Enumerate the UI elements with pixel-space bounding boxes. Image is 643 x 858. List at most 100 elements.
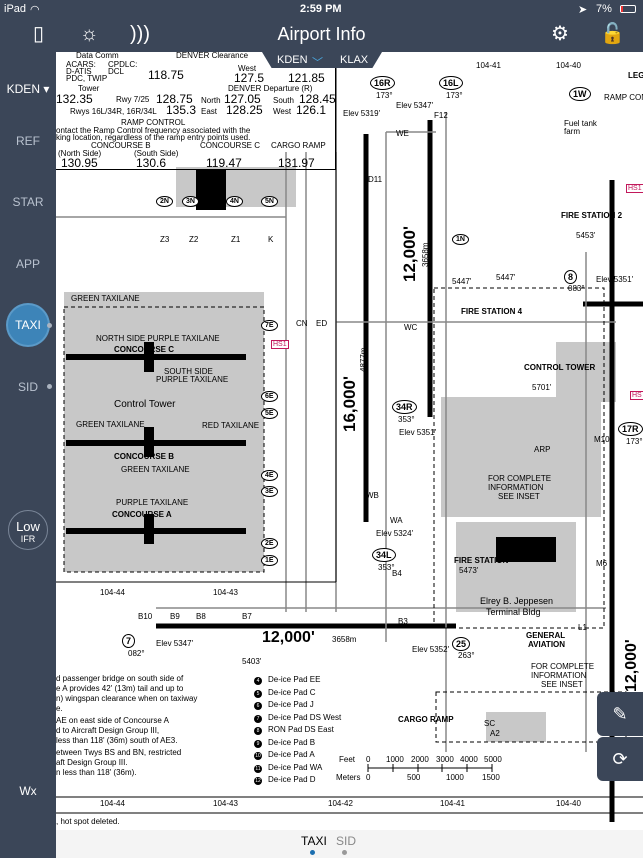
number-badge-icon: 9 bbox=[254, 739, 262, 748]
elevation: Elev 5347' bbox=[156, 639, 194, 648]
note-line: d to Aircraft Design Group III, bbox=[56, 726, 160, 735]
longitude-label: 104-44 bbox=[100, 588, 125, 597]
fire-station-4-label: FIRE STATION 4 bbox=[461, 307, 523, 316]
scale-tick: 0 bbox=[366, 773, 371, 782]
destination-airport[interactable]: KLAX bbox=[340, 54, 369, 66]
airport-selector[interactable]: KDEN ▾ bbox=[6, 82, 50, 96]
frequency: 128.25 bbox=[226, 103, 263, 117]
longitude-label: 104-43 bbox=[213, 799, 238, 808]
label: Tower bbox=[78, 84, 100, 93]
pen-icon: ✎ bbox=[612, 704, 628, 724]
annotate-pen-button[interactable]: ✎ bbox=[597, 692, 643, 736]
inset-note: INFORMATION bbox=[488, 483, 544, 492]
tab-sid[interactable]: SID bbox=[336, 834, 357, 848]
lock-icon[interactable]: 🔓 bbox=[600, 23, 625, 45]
label: DCL bbox=[108, 67, 125, 76]
legend-header: LEG bbox=[628, 71, 643, 80]
legend-item: 8 RON Pad DS East bbox=[254, 725, 341, 738]
taxilane-label: GREEN TAXILANE bbox=[71, 294, 140, 303]
runway-34l-label: 34L bbox=[372, 548, 396, 562]
frequency: 130.6 bbox=[136, 156, 167, 170]
label: DENVER Departure (R) bbox=[228, 84, 313, 93]
frequency: 119.47 bbox=[206, 156, 242, 170]
frequency-table: Data Comm ACARS: D-ATIS PDC, TWIP CPDLC:… bbox=[56, 52, 336, 170]
runway-length: 12,000' bbox=[400, 225, 419, 282]
documents-icon[interactable]: ▯ bbox=[33, 23, 45, 45]
frequency: 135.3 bbox=[166, 103, 197, 117]
label: Data Comm bbox=[76, 52, 119, 60]
scale-tick: 1000 bbox=[446, 773, 464, 782]
label: North bbox=[201, 96, 221, 105]
taxiway-label: D11 bbox=[368, 175, 383, 184]
note-line: d passenger bridge on south side of bbox=[56, 674, 184, 683]
heading: 082° bbox=[128, 649, 145, 658]
scale-tick: 4000 bbox=[460, 755, 478, 764]
note-line: n less than 118' (36m). bbox=[56, 768, 137, 777]
runway-17r-label: 17R bbox=[618, 422, 643, 436]
hotspot-hs1[interactable]: HS1 bbox=[271, 340, 289, 349]
label: (North Side) bbox=[58, 149, 102, 158]
airport-diagram[interactable]: Data Comm ACARS: D-ATIS PDC, TWIP CPDLC:… bbox=[56, 52, 643, 830]
origin-airport[interactable]: KDEN bbox=[277, 54, 308, 66]
elevation: Elev 5352' bbox=[412, 645, 450, 654]
brightness-icon[interactable]: ☼ bbox=[80, 23, 99, 45]
label: West bbox=[238, 64, 257, 73]
frequency: 131.97 bbox=[278, 156, 315, 170]
legend-label: De-ice Pad C bbox=[268, 687, 316, 697]
runway-16r-label: 16R bbox=[370, 76, 395, 90]
label: DENVER Clearance bbox=[176, 52, 249, 60]
hotspot-hs[interactable]: HS bbox=[630, 391, 643, 400]
gate-label: 3E bbox=[261, 486, 278, 497]
number-badge-icon: 7 bbox=[254, 714, 262, 723]
airport-switcher[interactable]: KDEN ﹀ KLAX bbox=[262, 52, 382, 68]
rotate-button[interactable]: ⟳ bbox=[597, 737, 643, 781]
connectivity-icon[interactable]: ))) bbox=[130, 23, 150, 45]
elevation: 5473' bbox=[459, 566, 479, 575]
taxiway-label: K bbox=[268, 235, 274, 244]
taxiway-label: B10 bbox=[138, 612, 153, 621]
settings-icon[interactable]: ⚙ bbox=[551, 23, 569, 45]
sidebar-item-wx[interactable]: Wx bbox=[19, 784, 37, 798]
legend-label: RON Pad DS East bbox=[268, 725, 334, 734]
runway-34r-label: 34R bbox=[392, 400, 417, 414]
tab-taxi[interactable]: TAXI bbox=[301, 834, 327, 848]
diagram-graphics bbox=[56, 52, 643, 822]
sidebar-item-app[interactable]: APP bbox=[15, 257, 40, 271]
number-badge-icon: 4 bbox=[254, 677, 262, 685]
sidebar-item-sid[interactable]: SID bbox=[17, 380, 38, 394]
inset-note: FOR COMPLETE bbox=[488, 474, 552, 483]
scale-tick: 2000 bbox=[411, 755, 429, 764]
scale-tick: 0 bbox=[366, 755, 371, 764]
carrier: iPad bbox=[4, 3, 27, 15]
taxiway-label: ED bbox=[316, 319, 328, 328]
taxiway-label: Z2 bbox=[189, 235, 199, 244]
sidebar-item-ref[interactable]: REF bbox=[16, 134, 40, 148]
taxiway-label: WE bbox=[396, 129, 409, 138]
inset-note: INFORMATION bbox=[531, 671, 587, 680]
number-badge-icon: 8 bbox=[254, 727, 262, 735]
notes: d passenger bridge on south side of e A … bbox=[56, 675, 197, 777]
taxilane-label: NORTH SIDE PURPLE TAXILANE bbox=[96, 334, 220, 343]
frequency: 126.1 bbox=[296, 103, 327, 117]
gate-label: 5N bbox=[261, 196, 278, 207]
taxiway-label: L1 bbox=[578, 623, 587, 632]
frequency: 121.85 bbox=[288, 71, 325, 85]
longitude-label: 104-40 bbox=[556, 61, 581, 70]
taxiway-label: F12 bbox=[434, 111, 448, 120]
scale-label: Feet bbox=[339, 755, 356, 764]
hotspot-hs1[interactable]: HS1 bbox=[626, 184, 643, 193]
sidebar-item-taxi[interactable]: TAXI bbox=[8, 305, 48, 345]
longitude-label: 104-41 bbox=[476, 61, 501, 70]
scale-tick: 500 bbox=[407, 773, 421, 782]
note-line: , hot spot deleted. bbox=[56, 817, 120, 826]
general-aviation-label: AVIATION bbox=[528, 640, 566, 649]
sidebar-item-star[interactable]: STAR bbox=[12, 195, 44, 209]
page-dot bbox=[47, 323, 52, 328]
taxilane-label: PURPLE TAXILANE bbox=[116, 498, 189, 507]
runway-16l-label: 16L bbox=[439, 76, 463, 90]
legend-label: De-ice Pad A bbox=[268, 750, 315, 759]
taxiway-label: B8 bbox=[196, 612, 206, 621]
taxiway-label: SC bbox=[484, 719, 496, 728]
